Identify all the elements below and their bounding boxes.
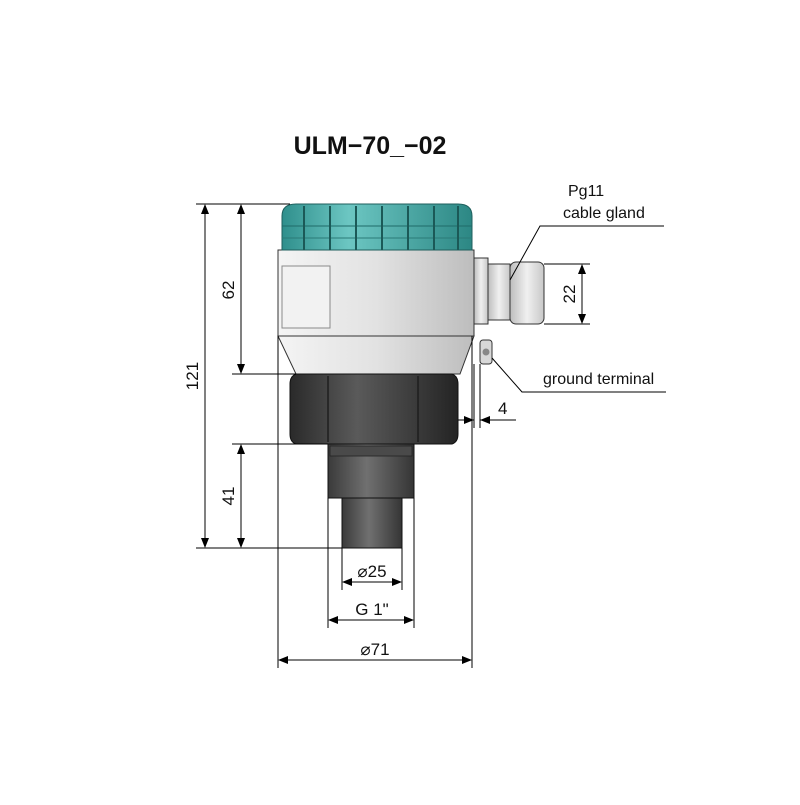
ground-terminal-label: ground terminal: [543, 371, 654, 388]
dim-121-label: 121: [183, 362, 202, 390]
cable-gland: [473, 257, 545, 325]
ground-terminal: [479, 339, 493, 365]
thread-section: [327, 443, 415, 499]
gland-callout: Pg11 cable gland: [509, 183, 664, 281]
dim-62-label: 62: [219, 281, 238, 300]
dim-thread-size: G 1": [328, 600, 414, 624]
dim-thread-length: 41: [219, 443, 328, 548]
dim-total-height: 121: [183, 203, 342, 549]
gland-label-line2: cable gland: [563, 205, 645, 222]
hex-nut: [289, 373, 459, 445]
dim-25-label: ⌀25: [357, 562, 386, 581]
dim-g1-label: G 1": [355, 600, 388, 619]
dim-41-label: 41: [219, 487, 238, 506]
ground-callout: ground terminal: [491, 357, 666, 393]
teal-lid: [281, 203, 473, 251]
housing: [277, 249, 475, 375]
dim-4-label: 4: [498, 399, 507, 418]
diagram-title: ULM−70_−02: [294, 132, 447, 160]
device-illustration: [277, 203, 545, 549]
bottom-extension-lines: [277, 336, 473, 668]
dim-terminal-offset: 4: [458, 364, 516, 428]
dim-head-height: 62: [219, 204, 296, 375]
dim-head-diameter: ⌀71: [278, 640, 472, 664]
dim-probe-diameter: ⌀25: [342, 562, 402, 586]
dim-71-label: ⌀71: [360, 640, 389, 659]
gland-label-line1: Pg11: [568, 183, 604, 200]
dim-gland-height: 22: [544, 263, 590, 325]
dim-22-label: 22: [560, 285, 579, 304]
probe: [341, 497, 403, 549]
